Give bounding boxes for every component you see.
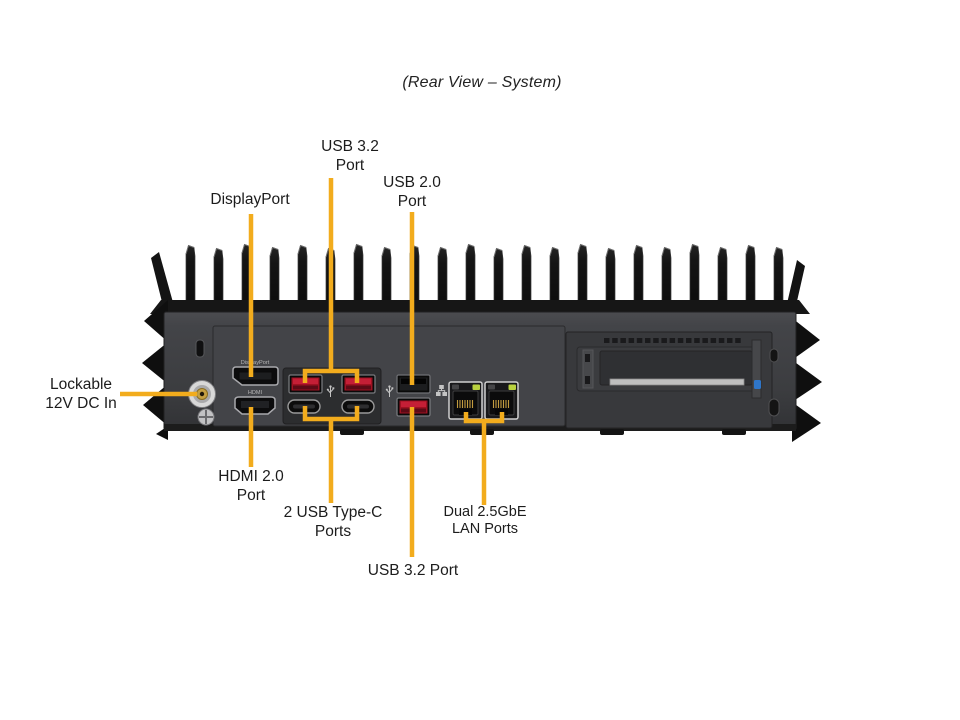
callout-line-usb32-top xyxy=(302,178,360,383)
label-usb32-top: USB 3.2 Port xyxy=(290,138,410,175)
left-side-fins xyxy=(142,300,168,440)
panel-screw xyxy=(197,408,215,426)
lock-slot xyxy=(195,339,205,358)
label-displayport: DisplayPort xyxy=(190,191,310,210)
displayport-marking: DisplayPort xyxy=(241,360,270,366)
displayport-port: DisplayPort xyxy=(232,360,279,386)
label-line: Port xyxy=(335,156,365,174)
expansion-slot xyxy=(565,331,779,429)
label-hdmi: HDMI 2.0 Port xyxy=(191,468,311,505)
callout-line-usb-c xyxy=(302,406,360,503)
label-line: USB 3.2 xyxy=(321,138,379,155)
label-usb20: USB 2.0 Port xyxy=(352,174,472,211)
diagram-title: (Rear View – System) xyxy=(402,74,562,91)
label-line: 2 USB Type-C xyxy=(283,504,383,521)
label-line: USB 2.0 xyxy=(383,174,441,191)
label-line: 12V DC In xyxy=(45,394,117,412)
dc-power-jack xyxy=(188,380,216,408)
label-line: Lockable xyxy=(49,376,113,393)
right-side-fins xyxy=(792,318,822,442)
label-line: USB 3.2 Port xyxy=(367,562,459,579)
label-line: Port xyxy=(397,192,427,210)
retention-thumbscrew xyxy=(754,380,761,389)
label-line: DisplayPort xyxy=(210,191,290,208)
label-line: LAN Ports xyxy=(451,521,519,538)
label-line: HDMI 2.0 xyxy=(218,468,284,485)
heatsink-fins xyxy=(150,244,810,314)
kensington-slot xyxy=(768,398,780,417)
callout-line-lan xyxy=(463,412,505,505)
label-dc-in: Lockable 12V DC In xyxy=(31,376,131,413)
label-lan: Dual 2.5GbE LAN Ports xyxy=(425,504,545,539)
label-line: Dual 2.5GbE xyxy=(443,504,527,520)
label-line: Ports xyxy=(314,522,352,540)
label-line: Port xyxy=(236,486,266,504)
hdmi-marking: HDMI xyxy=(248,390,263,396)
label-usb32-bottom: USB 3.2 Port xyxy=(343,562,483,581)
expansion-vents xyxy=(604,338,741,343)
label-usb-c: 2 USB Type-C Ports xyxy=(273,504,393,541)
hdmi-port: HDMI xyxy=(234,390,276,415)
